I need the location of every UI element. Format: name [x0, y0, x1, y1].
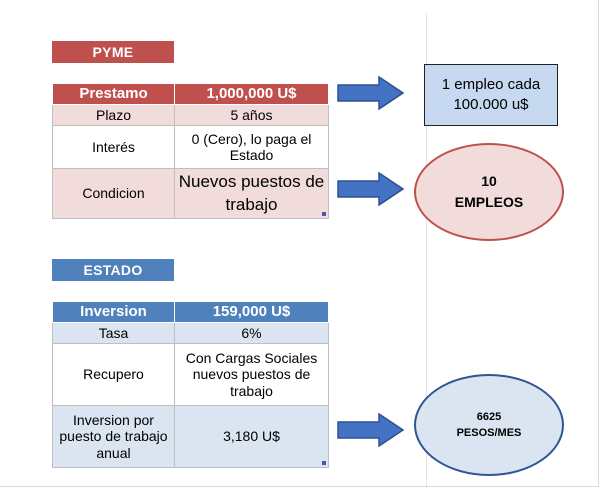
monthly-cost-value: 6625 — [476, 410, 502, 423]
row-label-plazo: Plazo — [52, 104, 175, 126]
pyme-table-header: Prestamo 1,000,000 U$ — [52, 83, 329, 105]
cell-resize-marker — [322, 461, 326, 465]
monthly-cost-ellipse: 6625 PESOS/MES — [414, 374, 564, 476]
row-label-interes: Interés — [52, 125, 175, 169]
cell-resize-marker — [322, 212, 326, 216]
table-row: Inversion por puesto de trabajo anual 3,… — [52, 405, 329, 468]
right-arrow-icon — [337, 413, 405, 447]
row-value-tasa: 6% — [174, 322, 329, 344]
right-arrow-icon — [337, 172, 405, 206]
monthly-cost-unit: PESOS/MES — [456, 427, 522, 439]
estado-header-label: Inversion — [52, 301, 175, 323]
callout-line-1: 1 empleo cada — [441, 75, 541, 93]
row-value-interes: 0 (Cero), lo paga el Estado — [174, 125, 329, 169]
row-value-condicion: Nuevos puestos de trabajo — [174, 168, 329, 219]
callout-line-2: 100.000 u$ — [453, 96, 529, 113]
jobs-count-unit: EMPLEOS — [454, 194, 524, 210]
pyme-header-value: 1,000,000 U$ — [174, 83, 329, 105]
pyme-loan-table: Prestamo 1,000,000 U$ Plazo 5 años Inter… — [52, 83, 329, 219]
table-row: Recupero Con Cargas Sociales nuevos pues… — [52, 343, 329, 406]
column-guide-line — [426, 14, 427, 488]
table-row: Tasa 6% — [52, 322, 329, 344]
table-row: Interés 0 (Cero), lo paga el Estado — [52, 125, 329, 169]
right-arrow-icon — [337, 76, 405, 110]
row-label-inversion-puesto: Inversion por puesto de trabajo anual — [52, 405, 175, 468]
row-label-condicion: Condicion — [52, 168, 175, 219]
row-value-recupero: Con Cargas Sociales nuevos puestos de tr… — [174, 343, 329, 406]
estado-header-value: 159,000 U$ — [174, 301, 329, 323]
jobs-count-ellipse: 10 EMPLEOS — [414, 143, 564, 241]
pyme-header-label: Prestamo — [52, 83, 175, 105]
jobs-per-loan-callout: 1 empleo cada 100.000 u$ — [424, 64, 558, 126]
row-value-plazo: 5 años — [174, 104, 329, 126]
pyme-section-label: PYME — [52, 41, 174, 63]
row-label-recupero: Recupero — [52, 343, 175, 406]
jobs-count-value: 10 — [481, 173, 497, 189]
row-value-inversion-puesto: 3,180 U$ — [174, 405, 329, 468]
row-label-tasa: Tasa — [52, 322, 175, 344]
estado-table-header: Inversion 159,000 U$ — [52, 301, 329, 323]
estado-section-label: ESTADO — [52, 259, 174, 281]
table-row: Condicion Nuevos puestos de trabajo — [52, 168, 329, 219]
table-row: Plazo 5 años — [52, 104, 329, 126]
estado-investment-table: Inversion 159,000 U$ Tasa 6% Recupero Co… — [52, 301, 329, 468]
